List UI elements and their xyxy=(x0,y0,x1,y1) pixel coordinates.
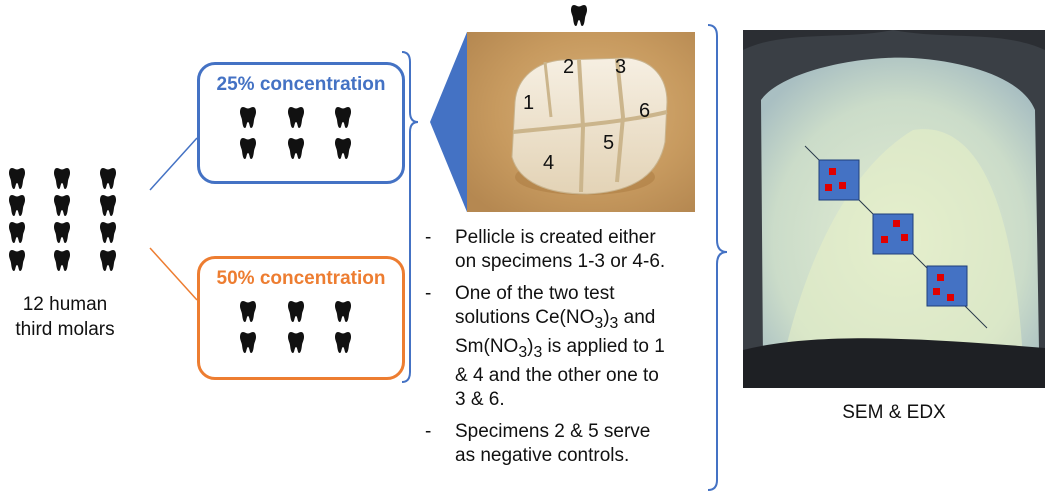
edx-marker xyxy=(839,182,846,189)
tooth-icon xyxy=(335,301,351,322)
specimen-photo-art xyxy=(467,32,695,212)
connector-orange xyxy=(149,247,198,301)
bullet-line: & 4 and the other one to xyxy=(455,365,659,387)
brace-left xyxy=(401,51,419,383)
microscope-image-art xyxy=(743,30,1045,388)
brace-right xyxy=(707,24,728,491)
bullet-dash: - xyxy=(425,421,432,443)
edx-marker xyxy=(893,220,900,227)
bullet-dash: - xyxy=(425,283,432,304)
edx-marker xyxy=(829,168,836,175)
bullet-solutions: - One of the two test solutions Ce(NO3)3… xyxy=(425,282,715,411)
specimen-number-1: 1 xyxy=(523,92,535,114)
tooth-icon xyxy=(240,301,256,322)
tooth-icon xyxy=(288,332,304,353)
tooth-icon xyxy=(571,5,587,26)
protocol-bullets: - Pellicle is created either on specimen… xyxy=(425,226,715,476)
bullet-pellicle: - Pellicle is created either on specimen… xyxy=(425,226,715,273)
bullet-dash: - xyxy=(425,227,432,248)
specimen-number-6: 6 xyxy=(639,100,651,122)
specimen-number-5: 5 xyxy=(603,132,615,154)
concentration-box-50: 50% concentration xyxy=(197,256,405,380)
edx-marker xyxy=(933,288,940,295)
bullet-line: as negative controls. xyxy=(455,444,630,466)
tooth-icon xyxy=(288,107,304,128)
concentration-title-50: 50% concentration xyxy=(216,268,386,289)
source-label-line1: 12 human xyxy=(22,294,108,315)
edx-marker xyxy=(937,274,944,281)
specimen-photo: 1 2 3 4 5 6 xyxy=(467,32,695,212)
concentration-title-25: 25% concentration xyxy=(216,74,386,95)
tooth-icon xyxy=(335,138,351,159)
bullet-line: One of the two test xyxy=(455,283,615,304)
tooth-icon xyxy=(240,332,256,353)
edx-marker xyxy=(881,236,888,243)
source-label: 12 human third molars xyxy=(0,292,130,342)
zoom-triangle xyxy=(430,32,467,212)
tooth-icon xyxy=(335,332,351,353)
scan-square xyxy=(818,159,860,201)
analysis-label: SEM & EDX xyxy=(842,402,946,423)
tooth-icon xyxy=(335,107,351,128)
specimen-number-4: 4 xyxy=(543,152,555,174)
bullet-controls: - Specimens 2 & 5 serve as negative cont… xyxy=(425,420,715,467)
tooth-icon xyxy=(288,138,304,159)
bullet-line-formula-1: solutions Ce(NO3)3 and xyxy=(455,306,656,332)
tooth-icon xyxy=(240,138,256,159)
bullet-line: Specimens 2 & 5 serve xyxy=(455,421,651,443)
bullet-line: Pellicle is created either xyxy=(455,227,656,248)
specimen-number-2: 2 xyxy=(563,56,575,78)
connector-blue xyxy=(149,137,198,191)
bullet-line-formula-2: Sm(NO3)3 is applied to 1 xyxy=(455,335,665,361)
bullet-line: 3 & 6. xyxy=(455,388,505,410)
tooth-icon xyxy=(240,107,256,128)
specimen-number-3: 3 xyxy=(615,56,627,78)
edx-marker xyxy=(825,184,832,191)
bullet-line: on specimens 1-3 or 4-6. xyxy=(455,250,666,272)
microscope-image xyxy=(743,30,1045,388)
source-label-line2: third molars xyxy=(15,319,115,340)
concentration-box-25: 25% concentration xyxy=(197,62,405,184)
tooth-icon xyxy=(288,301,304,322)
edx-marker xyxy=(947,294,954,301)
edx-marker xyxy=(901,234,908,241)
